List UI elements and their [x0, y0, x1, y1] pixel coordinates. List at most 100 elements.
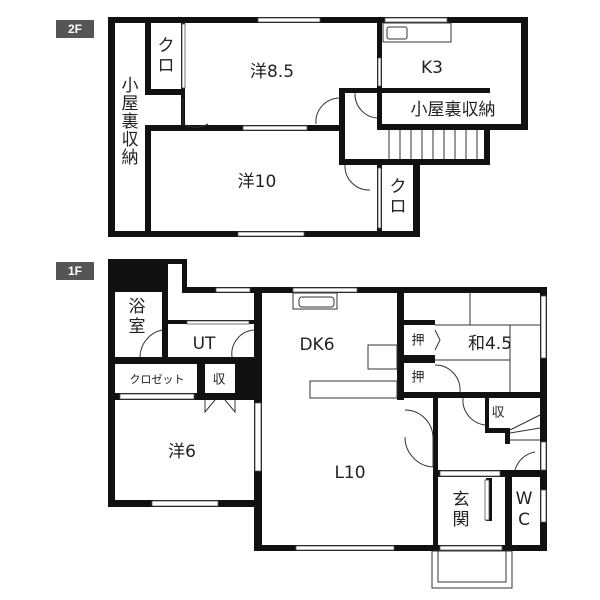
fixture: [437, 550, 507, 583]
room-label-char: 浴: [129, 297, 146, 317]
window: [384, 17, 448, 23]
room-wc: W C: [516, 489, 533, 530]
room-dining-kitchen: DK6: [299, 335, 334, 355]
window: [295, 545, 395, 551]
wall: [182, 259, 187, 292]
door-swing: [139, 329, 163, 358]
wall: [254, 545, 547, 551]
wall: [235, 364, 254, 400]
wall: [540, 287, 547, 551]
door-swing: [462, 397, 487, 426]
door-swing: [514, 451, 536, 471]
room-western-10: 洋10: [238, 172, 277, 192]
door-swing: [404, 436, 434, 468]
wall: [162, 259, 168, 357]
second-floor-plan: 洋8.5 K3 小屋裏収納 小 屋 裏 収 納 ク ロ 洋10 ク ロ: [108, 17, 528, 237]
window: [540, 489, 547, 523]
wall: [339, 88, 490, 93]
room-bath: 浴 室: [129, 297, 146, 337]
room-closet-top: ク ロ: [158, 36, 175, 76]
first-floor-plan: 浴 室 UT DK6 和4.5 押 押 クロゼット 収 洋6 L10 収 玄 関…: [108, 259, 547, 589]
wall: [145, 89, 185, 95]
window: [540, 441, 547, 471]
wall: [485, 398, 489, 430]
room-oshiire-1: 押: [411, 334, 424, 349]
wall: [413, 159, 420, 237]
window: [215, 287, 251, 293]
room-label-char: 屋: [122, 94, 139, 114]
room-label-char: 裏: [122, 111, 139, 132]
room-closet-bottom: ク ロ: [390, 177, 407, 217]
room-oshiire-2: 押: [411, 371, 424, 386]
room-living: L10: [334, 463, 365, 483]
fixture: [382, 22, 452, 43]
wall: [377, 124, 528, 130]
door-swing: [182, 98, 209, 128]
room-label-char: ク: [390, 177, 407, 197]
window: [119, 393, 195, 400]
room-label-char: 収: [122, 130, 139, 150]
window: [377, 57, 382, 87]
wall: [397, 292, 404, 400]
window: [186, 320, 250, 325]
room-label-char: C: [518, 510, 530, 530]
wall: [505, 428, 510, 444]
room-label-char: ク: [158, 36, 175, 56]
fixture: [298, 296, 335, 308]
fixture: [367, 344, 398, 370]
stairs-2f: [388, 130, 478, 159]
window: [484, 479, 490, 521]
room-western-6: 洋6: [168, 442, 196, 462]
fixture-line: [509, 414, 541, 431]
fixture: [292, 292, 338, 310]
wall: [145, 125, 151, 237]
fixture: [309, 380, 398, 399]
wall: [145, 17, 151, 95]
room-label-char: 2F: [68, 22, 82, 36]
window: [257, 17, 321, 23]
room-kitchen-3: K3: [421, 58, 443, 78]
window: [540, 295, 547, 359]
room-label-char: 室: [129, 317, 146, 337]
room-attic-storage-right: 小屋裏収納: [411, 99, 496, 120]
fixture: [56, 262, 94, 280]
wall: [108, 259, 115, 507]
room-label-char: ロ: [390, 197, 407, 217]
door-swing: [344, 164, 371, 191]
door-swing: [354, 92, 378, 119]
window: [292, 287, 358, 293]
wall: [108, 357, 262, 364]
room-western-8-5: 洋8.5: [250, 62, 294, 82]
window: [254, 402, 262, 472]
window: [237, 231, 305, 237]
room-japanese: 和4.5: [468, 334, 512, 354]
room-label-char: ロ: [158, 56, 175, 76]
floor-label-1f: 1F: [56, 262, 94, 280]
wall: [433, 392, 438, 545]
door-swing: [204, 399, 236, 414]
room-label-char: 玄: [453, 490, 470, 510]
room-label-char: W: [516, 489, 533, 509]
wall: [404, 320, 435, 325]
window: [181, 23, 186, 89]
wall: [108, 259, 168, 292]
wall: [168, 259, 187, 264]
window: [377, 167, 382, 229]
wall: [404, 355, 435, 363]
window: [242, 125, 308, 131]
door-swing: [404, 409, 434, 438]
room-attic-storage-left: 小 屋 裏 収 納: [122, 76, 139, 168]
wall: [485, 428, 510, 433]
wall: [505, 470, 512, 551]
room-entrance: 玄 関: [453, 490, 470, 530]
door-swing: [434, 329, 461, 393]
window: [439, 470, 501, 477]
wall: [339, 88, 345, 165]
floor-label-2f: 2F: [56, 20, 94, 38]
fixture: [56, 20, 94, 38]
wall: [182, 287, 547, 293]
wall: [197, 364, 205, 396]
room-label-char: 関: [453, 510, 470, 530]
room-closet: クロゼット: [130, 373, 185, 386]
